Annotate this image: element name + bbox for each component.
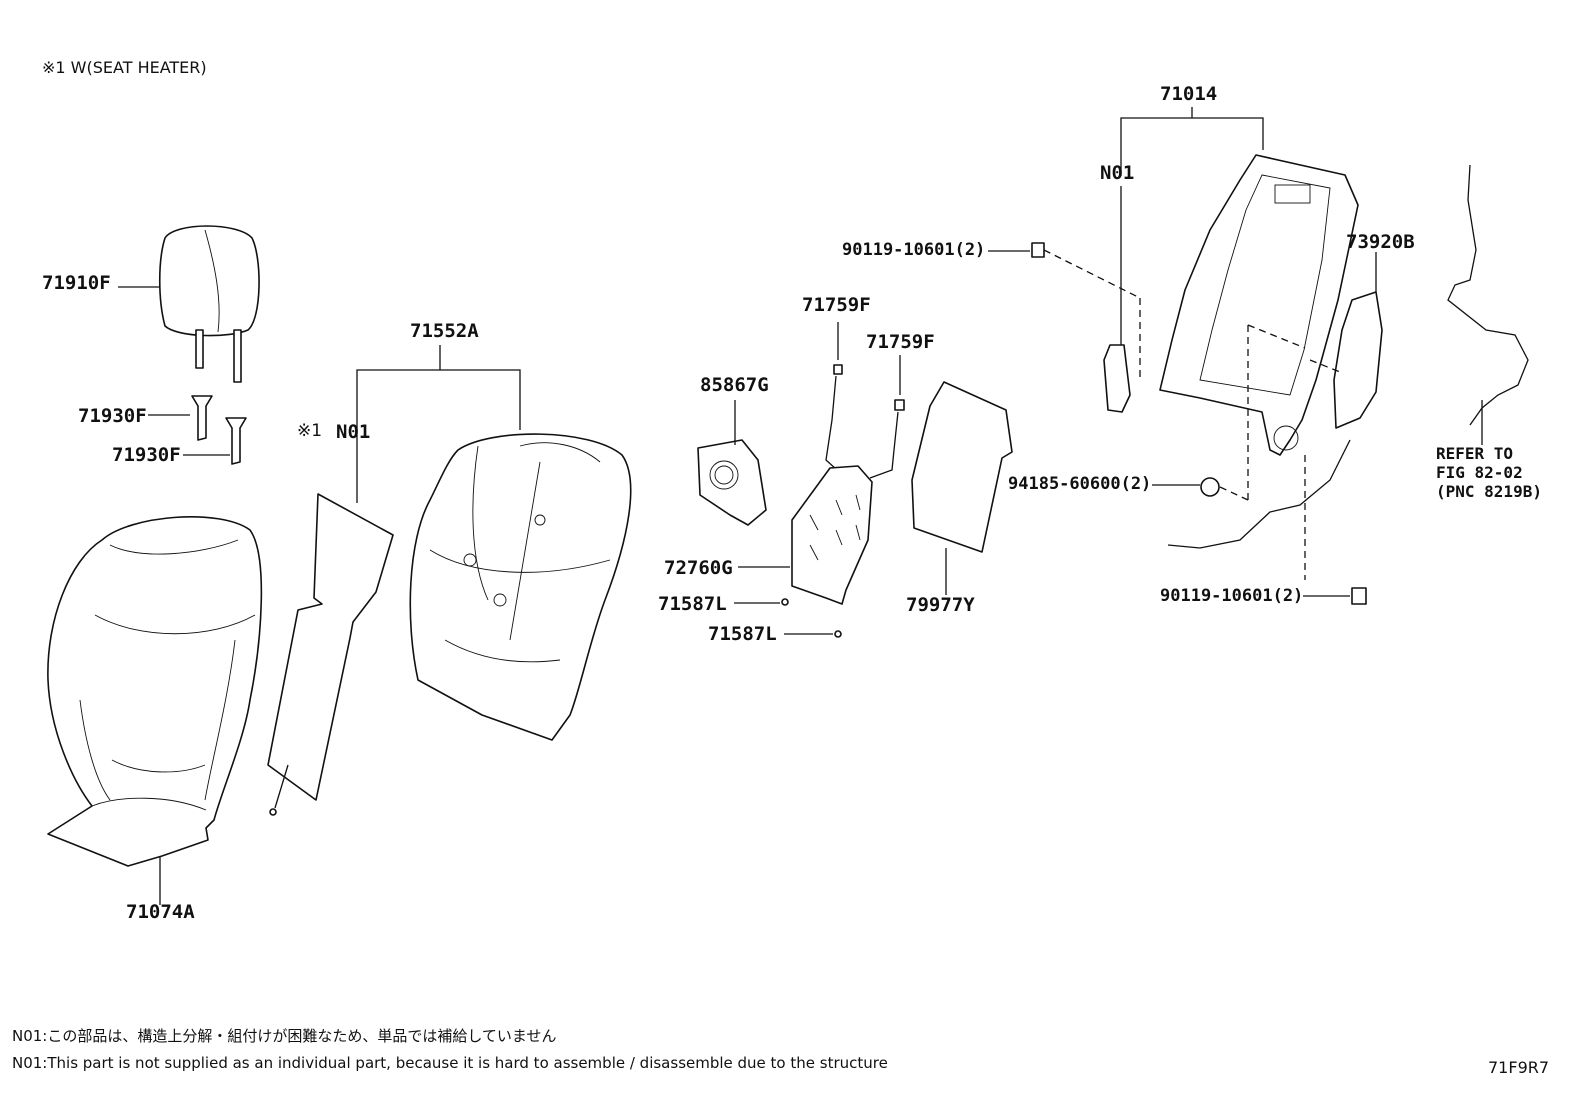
seat-heater-mark: ※1 <box>297 421 323 441</box>
bracket-71552A <box>356 345 521 503</box>
label-71552A: 71552A <box>410 320 479 342</box>
label-71930F-b: 71930F <box>112 444 181 466</box>
label-73920B: 73920B <box>1346 231 1415 253</box>
headrest-71910F <box>118 225 260 383</box>
pad-79977Y <box>911 381 1013 595</box>
label-71587L-a: 71587L <box>658 593 727 615</box>
label-72760G: 72760G <box>664 557 733 579</box>
seat-heater-note: ※1 W(SEAT HEATER) <box>42 58 207 77</box>
refer-line-3: (PNC 8219B) <box>1436 482 1542 501</box>
refer-line-1: REFER TO <box>1436 444 1514 463</box>
side-cover-73920B <box>1309 252 1383 429</box>
label-n01-left: N01 <box>336 421 371 443</box>
label-71910F: 71910F <box>42 272 111 294</box>
support-wires-71759F <box>825 322 905 481</box>
footnote-jp: N01:この部品は、構造上分解・組付けが困難なため、単品では補給していません <box>12 1027 557 1045</box>
lumbar-support-72760G <box>734 465 873 638</box>
seat-heater-pad <box>267 493 394 816</box>
figure-id: 71F9R7 <box>1488 1058 1550 1077</box>
wire-harness <box>1167 164 1529 549</box>
seatback-cover-71074A <box>47 516 263 905</box>
guide-71930F <box>148 395 247 465</box>
label-94185: 94185-60600(2) <box>1008 474 1152 494</box>
footnote-en: N01:This part is not supplied as an indi… <box>12 1054 888 1072</box>
fasteners <box>988 242 1367 605</box>
label-71074A: 71074A <box>126 901 195 923</box>
seatback-pad <box>409 433 632 741</box>
refer-line-2: FIG 82-02 <box>1436 463 1523 482</box>
refer-note: REFER TO FIG 82-02 (PNC 8219B) <box>1436 444 1542 501</box>
label-71759F-b: 71759F <box>866 331 935 353</box>
label-90119-a: 90119-10601(2) <box>842 240 986 260</box>
label-n01-right: N01 <box>1100 162 1135 184</box>
part-85867G <box>697 400 767 526</box>
label-71587L-b: 71587L <box>708 623 777 645</box>
label-79977Y: 79977Y <box>906 594 975 616</box>
label-71759F-a: 71759F <box>802 294 871 316</box>
seatback-frame-71014 <box>1103 107 1359 456</box>
label-90119-b: 90119-10601(2) <box>1160 586 1304 606</box>
label-85867G: 85867G <box>700 374 769 396</box>
label-71930F-a: 71930F <box>78 405 147 427</box>
label-71014: 71014 <box>1160 83 1218 105</box>
